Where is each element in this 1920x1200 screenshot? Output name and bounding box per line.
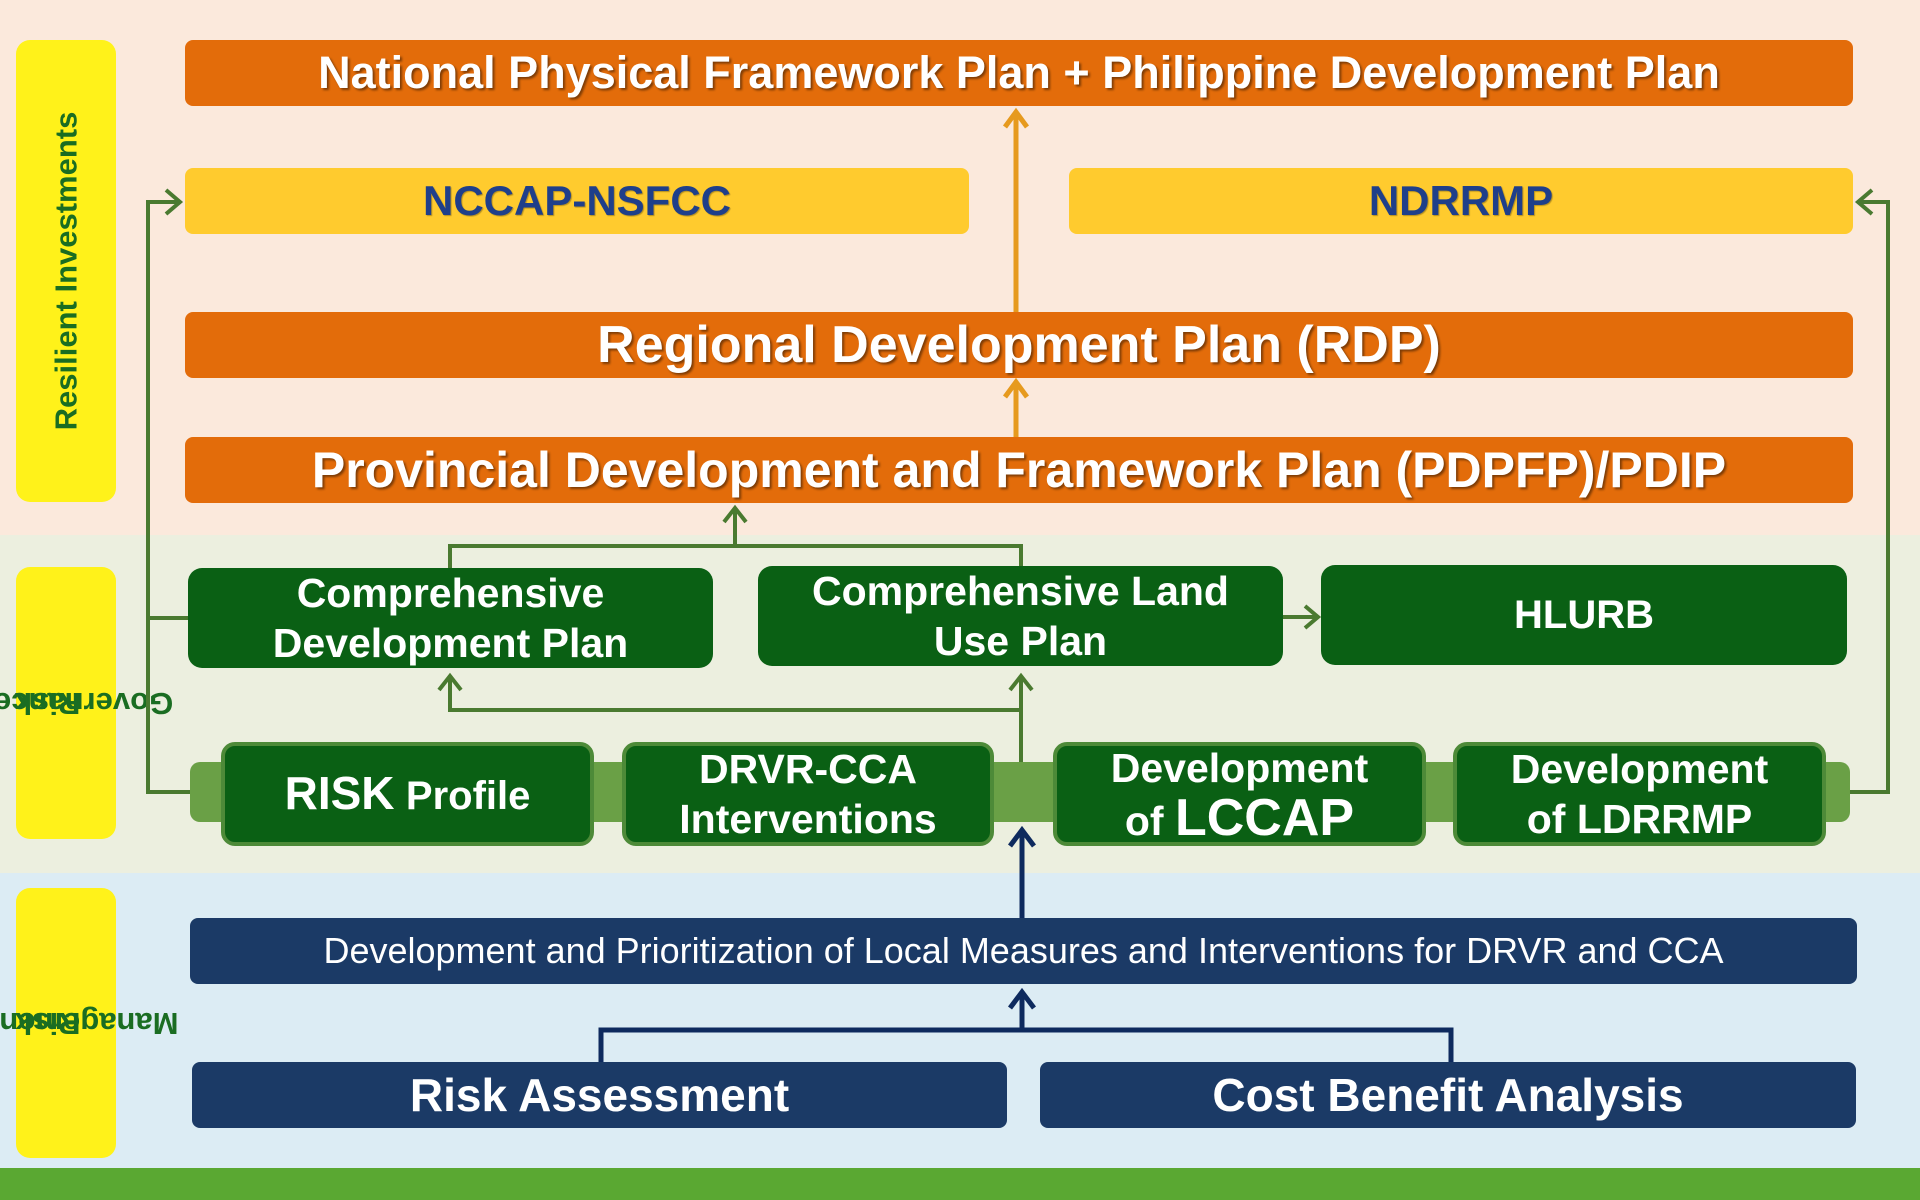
pdpfp-box: Provincial Development and Framework Pla… (185, 437, 1853, 503)
risk-assessment-label: Risk Assessment (409, 1069, 790, 1121)
lccap-box: Development of LCCAP (1053, 742, 1426, 846)
drvr-label-line1: DRVR-CCA (699, 746, 917, 792)
national-plan-label: National Physical Framework Plan + Phili… (318, 47, 1720, 98)
hlurb-label: HLURB (1514, 593, 1654, 637)
arrow-assessments-to-measures (598, 1027, 1454, 1062)
gold-arrow-rdp-to-national (1002, 107, 1030, 312)
gold-arrow-pdpfp-to-rdp (1002, 377, 1030, 437)
risk-assessment-box: Risk Assessment (192, 1062, 1007, 1128)
ldrrmp-label-line2: of LDRRMP (1526, 796, 1753, 842)
risk-profile-small: Profile (405, 773, 531, 818)
ndrrmp-box: NDRRMP (1069, 168, 1853, 234)
cdp-label-line2: Development Plan (272, 620, 629, 666)
lccap-label-line1: Development (1110, 744, 1369, 791)
cost-benefit-box: Cost Benefit Analysis (1040, 1062, 1856, 1128)
ldrrmp-label-line1: Development (1510, 746, 1769, 792)
governance-connector-bar (190, 762, 1850, 822)
cost-benefit-label: Cost Benefit Analysis (1212, 1069, 1684, 1121)
rdp-label: Regional Development Plan (RDP) (597, 316, 1441, 374)
clup-label-line1: Comprehensive Land (812, 568, 1229, 614)
decorative-footer-strip (0, 1168, 1920, 1200)
arrow-to-ndrrmp (1850, 200, 1890, 794)
national-plan-box: National Physical Framework Plan + Phili… (185, 40, 1853, 106)
arrow-bar-to-cdp (448, 676, 1021, 712)
nccap-label: NCCAP-NSFCC (423, 177, 731, 224)
pdpfp-label: Provincial Development and Framework Pla… (311, 442, 1727, 498)
risk-profile-box: RISK Profile (221, 742, 594, 846)
lccap-label-of: of (1124, 797, 1164, 844)
ndrrmp-label: NDRRMP (1368, 177, 1554, 224)
risk-profile-big: RISK (284, 766, 395, 819)
measures-box: Development and Prioritization of Local … (190, 918, 1857, 984)
nccap-box: NCCAP-NSFCC (185, 168, 969, 234)
cdp-label-line1: Comprehensive (296, 570, 605, 616)
lccap-label-big: LCCAP (1174, 788, 1355, 847)
drvr-label-line2: Interventions (679, 796, 937, 842)
arrow-to-nccap (146, 200, 190, 794)
measures-label: Development and Prioritization of Local … (323, 930, 1724, 971)
clup-label-line2: Use Plan (933, 618, 1108, 664)
arrow-cdp-clup-to-pdpfp (448, 544, 1023, 568)
hlurb-box: HLURB (1321, 565, 1847, 665)
rdp-box: Regional Development Plan (RDP) (185, 312, 1853, 378)
resilient-investments-label: Resilient Investments (16, 40, 116, 502)
